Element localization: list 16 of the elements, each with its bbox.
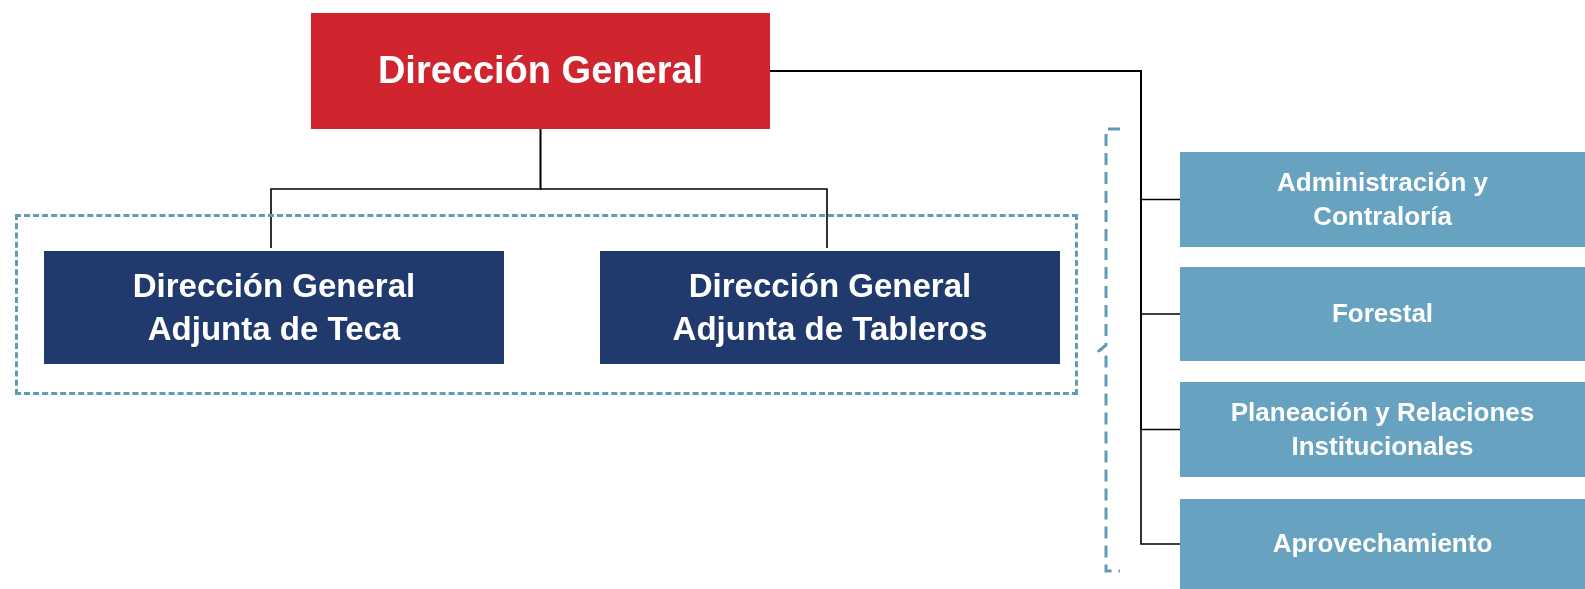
- node-label: Administración y Contraloría: [1276, 165, 1489, 233]
- director-box: [311, 13, 770, 129]
- deputy-box: [44, 251, 504, 364]
- connector-line: [539, 128, 828, 249]
- department-box: [1180, 267, 1585, 361]
- deputy-box: [600, 251, 1060, 364]
- node-label: Forestal: [1331, 297, 1434, 331]
- department-box: [1180, 499, 1585, 589]
- node-label: Dirección General: [377, 48, 704, 94]
- node-label: Planeación y Relaciones Institucionales: [1229, 395, 1536, 463]
- node-label: Dirección General Adjunta de Tableros: [671, 265, 989, 349]
- department-box: [1180, 382, 1585, 477]
- department-box: [1180, 152, 1585, 247]
- dashed-group-box: [15, 214, 1078, 395]
- node-label: Aprovechamiento: [1272, 527, 1493, 561]
- node-label: Dirección General Adjunta de Teca: [131, 265, 417, 349]
